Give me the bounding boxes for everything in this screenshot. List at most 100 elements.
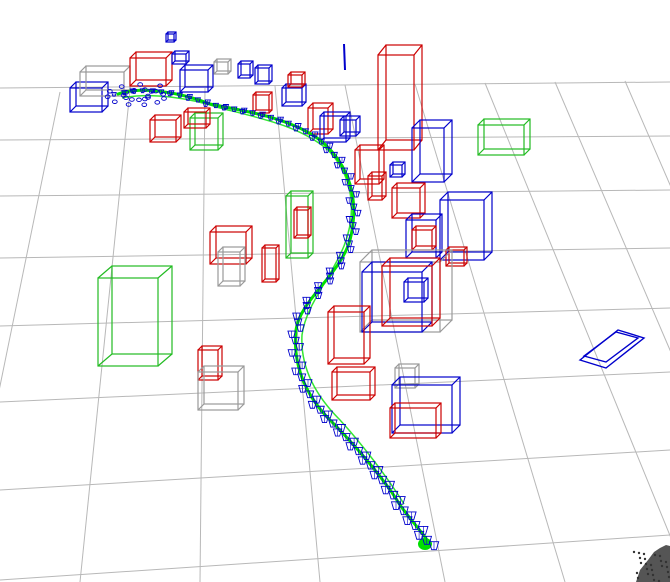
camera-frustum (347, 185, 355, 192)
box-edge (443, 173, 453, 183)
box-back-face (343, 115, 361, 133)
box-edge (287, 83, 292, 88)
box-front-face (391, 384, 453, 434)
box-back-face (336, 366, 376, 396)
box-front-face (237, 63, 251, 79)
box-edge (165, 39, 169, 43)
box-front-face (179, 69, 209, 93)
box-front-face (411, 127, 445, 183)
box-edge (123, 65, 131, 73)
trajectory-path (116, 88, 432, 547)
point (666, 570, 670, 574)
box-front-face (403, 281, 425, 303)
box-edge (307, 206, 312, 211)
box-edge (405, 251, 413, 259)
frustum-shape (346, 246, 355, 253)
frustum-shape (315, 405, 325, 414)
box-edge (171, 50, 176, 55)
frustum-shape (338, 156, 346, 164)
grid-line (414, 83, 566, 582)
wireframe-box (394, 363, 420, 389)
box-edge (268, 64, 273, 69)
box-edge (359, 249, 373, 263)
wireframe-box (129, 51, 173, 87)
camera-frustum (239, 108, 246, 115)
frustum-shape (353, 446, 364, 456)
box-edge (237, 74, 242, 79)
box-edge (301, 101, 307, 107)
grid-line (554, 81, 670, 352)
frustum-shape (305, 390, 315, 399)
wireframe-box (319, 111, 351, 143)
point (665, 565, 669, 569)
box-back-face (296, 206, 312, 236)
box-front-face (445, 249, 465, 267)
box-edge (361, 261, 373, 273)
box-edge (293, 234, 298, 239)
box-front-face (129, 57, 167, 87)
box-front-face (149, 119, 177, 143)
frustum-shape (325, 267, 334, 275)
camera-frustum (120, 92, 127, 98)
box-edge (439, 191, 449, 201)
frustum-shape (340, 167, 349, 174)
camera-frustum (330, 151, 338, 158)
frustum-shape (365, 461, 376, 470)
camera-frustum (398, 506, 409, 516)
camera-frustum (345, 197, 354, 204)
point (658, 554, 662, 558)
box-edge (171, 60, 176, 65)
frustum-shape (388, 490, 399, 500)
box-edge (339, 115, 345, 121)
point (646, 572, 650, 576)
box-edge (443, 119, 453, 129)
camera-frustum (317, 138, 325, 145)
box-edge (213, 70, 218, 75)
box-edge (369, 394, 376, 401)
box-edge (217, 144, 224, 151)
box-front-face (97, 277, 159, 367)
box-edge (391, 424, 401, 434)
box-edge (97, 353, 113, 367)
box-edge (69, 81, 77, 89)
camera-frustum (325, 277, 335, 285)
frustum-shape (313, 282, 323, 290)
frustum-shape (345, 216, 354, 223)
wireframe-box (171, 50, 190, 65)
frustum-shape (312, 395, 322, 404)
camera-frustum (303, 379, 313, 387)
box-front-face (391, 187, 421, 219)
point (639, 561, 643, 565)
box-edge (173, 39, 177, 43)
wireframe-box (331, 366, 376, 401)
box-edge (331, 394, 338, 401)
box-edge (268, 109, 273, 114)
box-back-face (75, 81, 109, 107)
frustum-shape (202, 101, 209, 107)
box-edge (268, 91, 273, 96)
camera-frustum (106, 88, 113, 94)
box-edge (439, 251, 449, 261)
box-back-face (385, 44, 423, 141)
frustum-shape (148, 88, 155, 94)
box-edge (157, 353, 173, 367)
frustum-shape (314, 291, 323, 299)
trajectory-sampler (118, 90, 430, 545)
grid-line (199, 87, 206, 582)
box-edge (217, 280, 224, 287)
box-edge (413, 44, 423, 56)
camera-frustum (314, 291, 323, 299)
frustum-shape (137, 82, 144, 87)
wireframe-box (189, 112, 224, 151)
box-edge (339, 131, 345, 137)
frustum-shape (142, 87, 148, 92)
camera-frustum (352, 191, 361, 198)
frustum-shape (353, 209, 362, 217)
camera-frustum (380, 485, 391, 495)
frustum-shape (369, 470, 380, 480)
box-edge (179, 86, 186, 93)
box-edge (245, 257, 253, 265)
box-back-face (154, 114, 182, 138)
